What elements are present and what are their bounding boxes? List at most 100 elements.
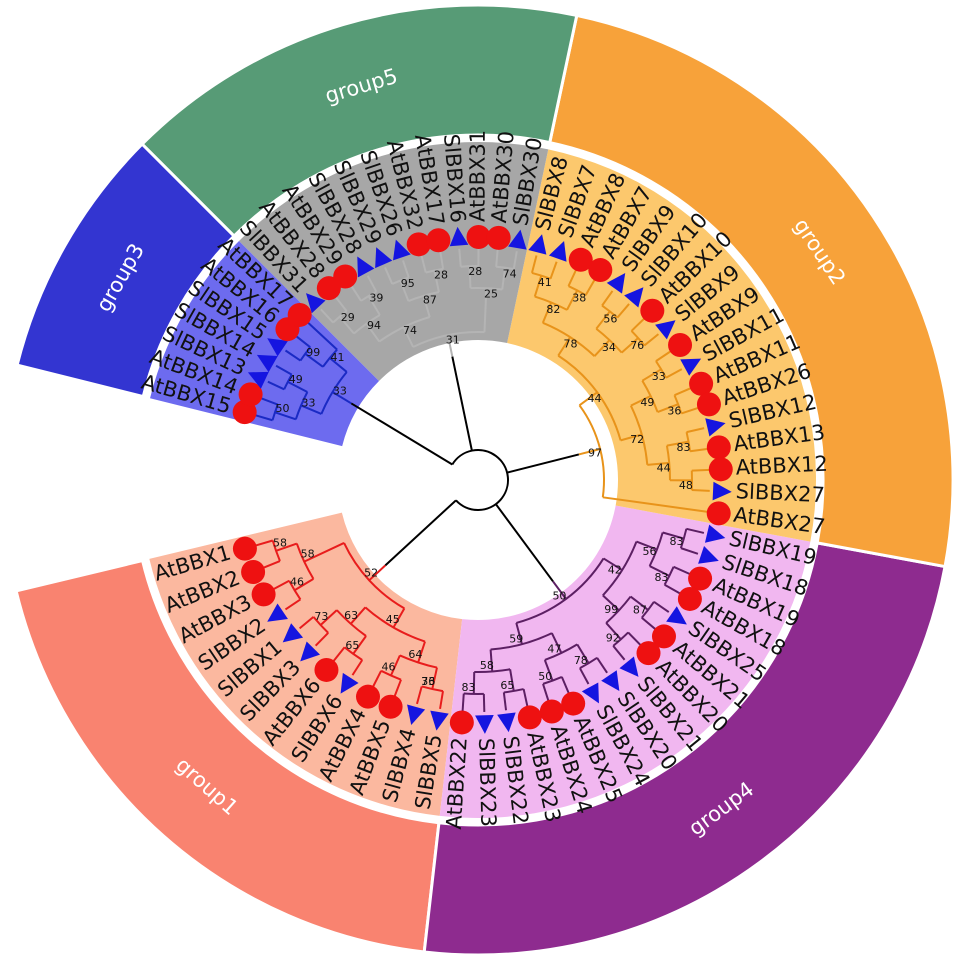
branch — [322, 348, 338, 368]
branch — [612, 631, 629, 647]
branch — [522, 688, 529, 707]
bootstrap-value: 28 — [468, 265, 482, 278]
branch — [283, 374, 293, 390]
branch — [433, 270, 440, 293]
tomato-marker — [548, 241, 567, 262]
tomato-marker — [712, 481, 732, 501]
branch — [593, 339, 611, 357]
bootstrap-value: 48 — [679, 479, 693, 492]
branch — [489, 649, 494, 672]
branch — [549, 261, 558, 280]
arabidopsis-marker — [251, 582, 276, 607]
branch — [567, 269, 578, 287]
branch — [541, 302, 553, 324]
branch — [534, 295, 568, 311]
tomato-marker — [497, 712, 516, 733]
branch — [578, 448, 601, 456]
bootstrap-value: 82 — [546, 303, 560, 316]
branch — [399, 654, 438, 669]
bootstrap-value: 39 — [369, 292, 383, 305]
branch — [392, 607, 406, 628]
branch — [673, 394, 683, 414]
branch — [384, 267, 394, 285]
branch — [664, 583, 681, 595]
branch — [271, 540, 281, 562]
tomato-marker — [680, 358, 702, 376]
branch — [655, 350, 672, 362]
bootstrap-value: 87 — [423, 293, 437, 306]
group-sector-group1 — [14, 558, 441, 954]
tomato-marker — [300, 641, 320, 662]
branch — [576, 643, 590, 664]
tomato-marker — [666, 606, 687, 625]
branch — [550, 632, 563, 654]
root-branch — [506, 453, 580, 474]
arabidopsis-marker — [241, 560, 266, 585]
branch — [365, 323, 381, 343]
bootstrap-value: 99 — [604, 603, 618, 616]
bootstrap-value: 31 — [446, 333, 460, 346]
bootstrap-value: 56 — [603, 313, 617, 326]
branch — [533, 275, 543, 297]
bootstrap-value: 46 — [381, 661, 395, 674]
bootstrap-value: 50 — [552, 589, 566, 602]
root-branch — [451, 356, 473, 451]
arabidopsis-marker — [466, 225, 491, 250]
branch — [408, 291, 440, 302]
bootstrap-value: 28 — [434, 268, 448, 281]
tomato-marker — [601, 670, 620, 692]
arabidopsis-marker — [706, 501, 731, 526]
bootstrap-value: 78 — [574, 654, 588, 667]
bootstrap-value: 74 — [503, 267, 517, 280]
arabidopsis-marker — [668, 332, 693, 357]
branch — [542, 321, 596, 357]
arabidopsis-marker — [689, 371, 714, 396]
branch — [402, 326, 415, 348]
branch — [275, 364, 293, 376]
bootstrap-value: 47 — [547, 643, 561, 656]
branch — [691, 468, 710, 472]
branch — [350, 606, 367, 625]
bootstrap-value: 45 — [386, 613, 400, 626]
group-sector-group3 — [15, 142, 237, 399]
branch — [458, 248, 462, 267]
bootstrap-value: 73 — [314, 610, 328, 623]
branch — [275, 542, 298, 552]
branch — [515, 622, 523, 645]
branch — [578, 391, 598, 407]
bootstrap-value: 92 — [606, 631, 620, 644]
branch — [552, 580, 567, 600]
branch — [542, 675, 563, 685]
branch — [284, 598, 301, 611]
branch — [621, 337, 639, 354]
branch — [681, 406, 699, 415]
branch — [255, 539, 274, 547]
label-background-group2 — [507, 149, 816, 542]
label-background-group1 — [149, 512, 463, 816]
branch — [350, 285, 362, 302]
tomato-marker — [357, 256, 375, 278]
branch — [470, 287, 503, 291]
branch — [329, 357, 348, 373]
bootstrap-value: 83 — [461, 681, 475, 694]
tomato-marker — [449, 226, 469, 247]
branch — [641, 368, 662, 382]
bootstrap-value: 83 — [670, 535, 684, 548]
arabidopsis-marker — [378, 694, 403, 719]
tomato-marker — [581, 682, 599, 704]
tomato-marker — [267, 338, 288, 357]
branch — [602, 496, 708, 513]
branch — [390, 654, 401, 676]
leaf-label: AtBBX31 — [466, 130, 490, 222]
branch — [260, 397, 279, 406]
branch — [294, 578, 314, 592]
bootstrap-value: 64 — [408, 648, 422, 661]
bootstrap-value: 65 — [500, 679, 514, 692]
branch — [602, 594, 620, 612]
arabidopsis-marker — [588, 258, 613, 283]
bootstrap-value: 83 — [654, 571, 668, 584]
branch — [620, 433, 643, 442]
branch — [334, 296, 348, 312]
bootstrap-value: 33 — [302, 396, 316, 409]
